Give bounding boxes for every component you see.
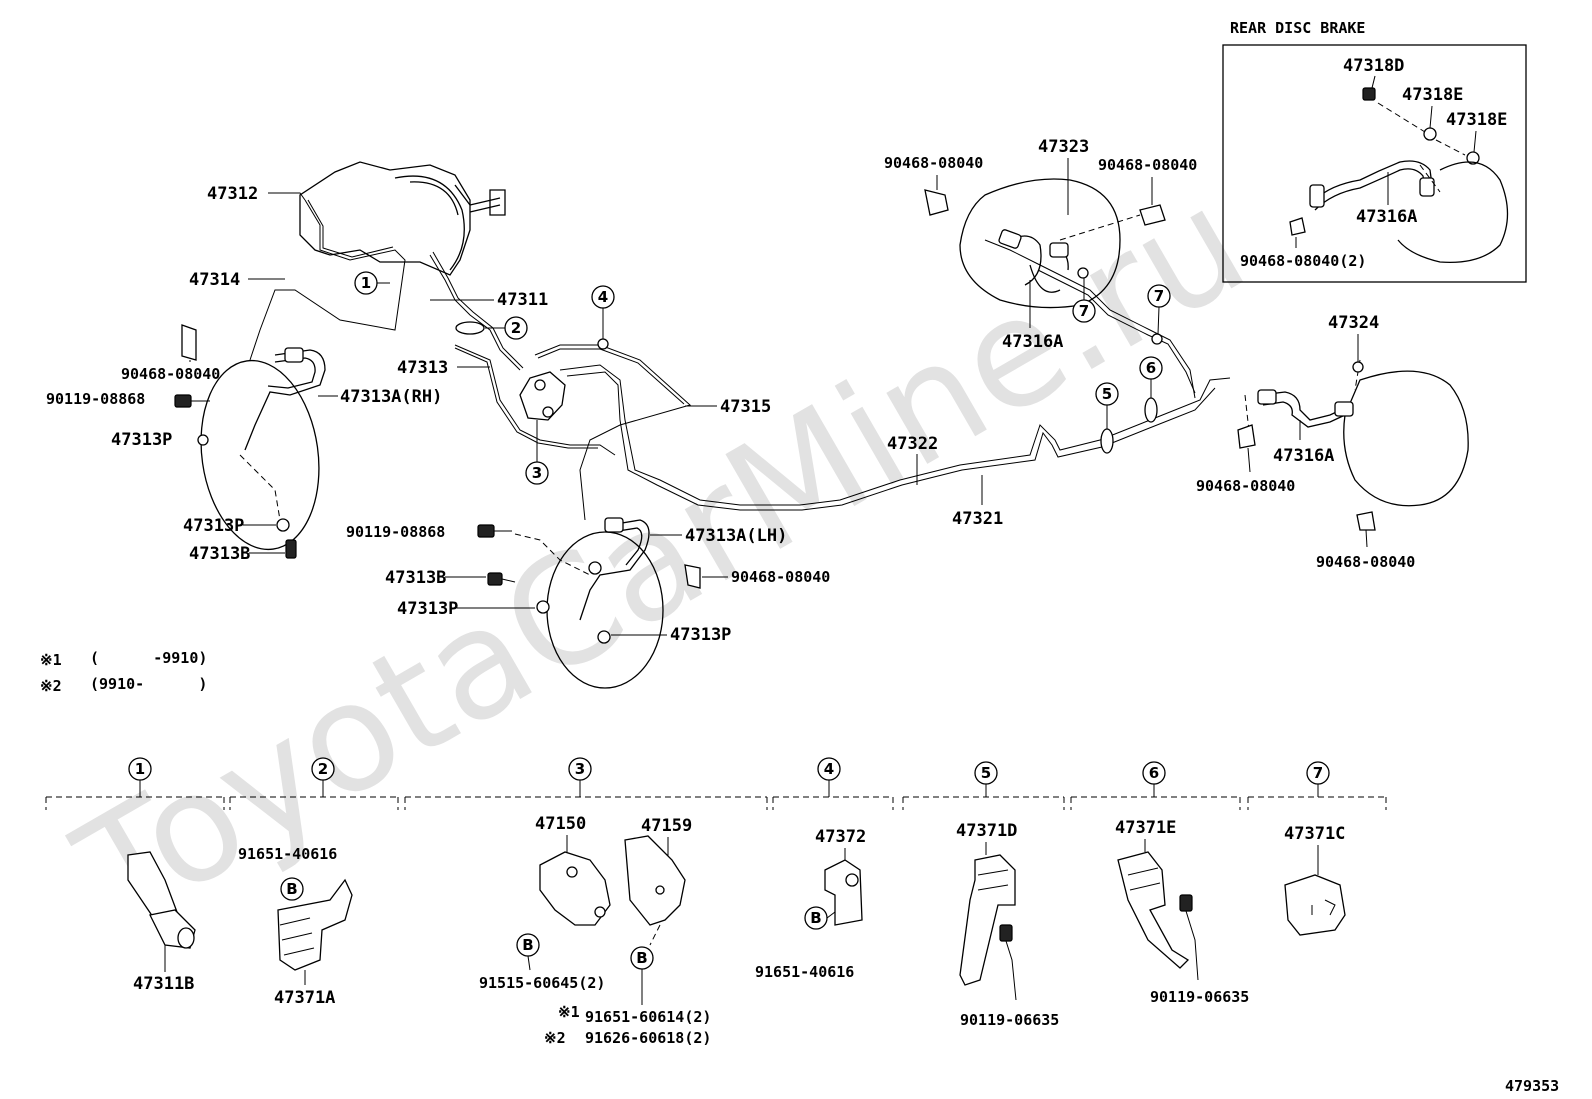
- main-labels: 47312 47314 47311 47313 47315 90468-0804…: [46, 137, 1415, 645]
- detail-group-1: 1 47311B: [127, 757, 196, 994]
- svg-text:47322: 47322: [887, 434, 938, 454]
- svg-text:7: 7: [1154, 287, 1164, 305]
- svg-text:47313A(RH): 47313A(RH): [340, 387, 442, 407]
- svg-text:47311B: 47311B: [133, 974, 194, 994]
- svg-text:※2: ※2: [544, 1029, 566, 1047]
- svg-text:47313P: 47313P: [670, 625, 731, 645]
- svg-text:47313B: 47313B: [385, 568, 446, 588]
- svg-text:5: 5: [981, 764, 991, 782]
- svg-text:90468-08040: 90468-08040: [1196, 477, 1295, 495]
- svg-text:91651-40616: 91651-40616: [755, 963, 854, 981]
- svg-text:4: 4: [598, 288, 608, 306]
- svg-text:47324: 47324: [1328, 313, 1379, 333]
- svg-text:47316A: 47316A: [1356, 207, 1417, 227]
- svg-text:47313P: 47313P: [111, 430, 172, 450]
- detail-group-2: 2 91651-40616 B 47371A: [238, 757, 353, 1008]
- svg-text:47314: 47314: [189, 270, 240, 290]
- svg-text:47371A: 47371A: [274, 988, 335, 1008]
- svg-text:B: B: [636, 949, 647, 967]
- svg-text:47318E: 47318E: [1446, 110, 1507, 130]
- svg-text:91651-40616: 91651-40616: [238, 845, 337, 863]
- rear-right-brake: [1244, 359, 1469, 507]
- rear-disc-brake-inset: REAR DISC BRAKE 47318D 47318E 47318E 473…: [1222, 19, 1527, 283]
- svg-text:7: 7: [1313, 764, 1323, 782]
- svg-text:47315: 47315: [720, 397, 771, 417]
- svg-text:47313P: 47313P: [397, 599, 458, 619]
- svg-text:6: 6: [1149, 764, 1159, 782]
- small-fasteners: [174, 87, 1480, 644]
- main-callouts: 1 2 3 4 5 6 7 7: [354, 267, 1171, 485]
- svg-text:90119-06635: 90119-06635: [1150, 988, 1249, 1006]
- svg-text:( -9910): ( -9910): [90, 649, 207, 667]
- svg-text:90468-08040: 90468-08040: [1316, 553, 1415, 571]
- svg-text:47371E: 47371E: [1115, 818, 1176, 838]
- svg-text:47313P: 47313P: [183, 516, 244, 536]
- svg-text:47321: 47321: [952, 509, 1003, 529]
- svg-text:※2: ※2: [40, 677, 62, 695]
- svg-text:90468-08040: 90468-08040: [121, 365, 220, 383]
- svg-text:47318E: 47318E: [1402, 85, 1463, 105]
- diagram-id: 479353: [1505, 1077, 1559, 1095]
- svg-text:90119-08868: 90119-08868: [346, 523, 445, 541]
- svg-text:47311: 47311: [497, 290, 548, 310]
- inset-title: REAR DISC BRAKE: [1230, 19, 1365, 37]
- svg-text:47372: 47372: [815, 827, 866, 847]
- svg-text:90119-06635: 90119-06635: [960, 1011, 1059, 1029]
- svg-text:47313: 47313: [397, 358, 448, 378]
- svg-text:90119-08868: 90119-08868: [46, 390, 145, 408]
- svg-text:47313A(LH): 47313A(LH): [685, 526, 787, 546]
- svg-text:47371C: 47371C: [1284, 824, 1345, 844]
- detail-group-3: 3 47150 47159 B 91515-60645(2) B ※1 9165…: [479, 757, 711, 1047]
- front-brake-lines: [249, 199, 1231, 521]
- detail-group-6: 6 47371E 90119-06635: [1115, 761, 1249, 1006]
- svg-text:※1: ※1: [558, 1003, 580, 1021]
- svg-text:4: 4: [824, 760, 834, 778]
- svg-text:5: 5: [1102, 385, 1112, 403]
- front-right-disc: [200, 347, 326, 551]
- svg-text:90468-08040: 90468-08040: [1098, 156, 1197, 174]
- svg-text:1: 1: [361, 274, 371, 292]
- svg-text:3: 3: [532, 464, 542, 482]
- svg-text:2: 2: [511, 319, 521, 337]
- svg-text:7: 7: [1079, 302, 1089, 320]
- detail-group-5: 5 47371D 90119-06635: [956, 761, 1059, 1029]
- svg-text:1: 1: [135, 760, 145, 778]
- brake-booster-assembly: [299, 161, 506, 276]
- detail-group-7: 7 47371C: [1284, 761, 1346, 936]
- svg-text:47150: 47150: [535, 814, 586, 834]
- svg-text:47318D: 47318D: [1343, 56, 1404, 76]
- svg-text:91515-60645(2): 91515-60645(2): [479, 974, 605, 992]
- legend: ※1 ( -9910) ※2 (9910- ): [40, 649, 207, 695]
- svg-text:B: B: [522, 936, 533, 954]
- svg-text:47316A: 47316A: [1002, 332, 1063, 352]
- svg-text:91651-60614(2): 91651-60614(2): [585, 1008, 711, 1026]
- svg-text:B: B: [810, 909, 821, 927]
- svg-text:90468-08040: 90468-08040: [731, 568, 830, 586]
- proportioning-valve: [519, 371, 566, 421]
- svg-text:47316A: 47316A: [1273, 446, 1334, 466]
- svg-text:90468-08040(2): 90468-08040(2): [1240, 252, 1366, 270]
- svg-text:B: B: [286, 880, 297, 898]
- svg-text:47323: 47323: [1038, 137, 1089, 157]
- svg-text:6: 6: [1146, 359, 1156, 377]
- detail-brackets: [45, 796, 1387, 810]
- svg-text:90468-08040: 90468-08040: [884, 154, 983, 172]
- svg-text:2: 2: [318, 760, 328, 778]
- detail-group-4: 4 47372 B 91651-40616: [755, 757, 866, 981]
- svg-text:(9910- ): (9910- ): [90, 675, 207, 693]
- svg-text:47312: 47312: [207, 184, 258, 204]
- svg-text:47159: 47159: [641, 816, 692, 836]
- svg-text:91626-60618(2): 91626-60618(2): [585, 1029, 711, 1047]
- svg-text:47313B: 47313B: [189, 544, 250, 564]
- svg-text:※1: ※1: [40, 651, 62, 669]
- svg-text:3: 3: [575, 760, 585, 778]
- svg-text:47371D: 47371D: [956, 821, 1017, 841]
- clips: [181, 189, 1376, 589]
